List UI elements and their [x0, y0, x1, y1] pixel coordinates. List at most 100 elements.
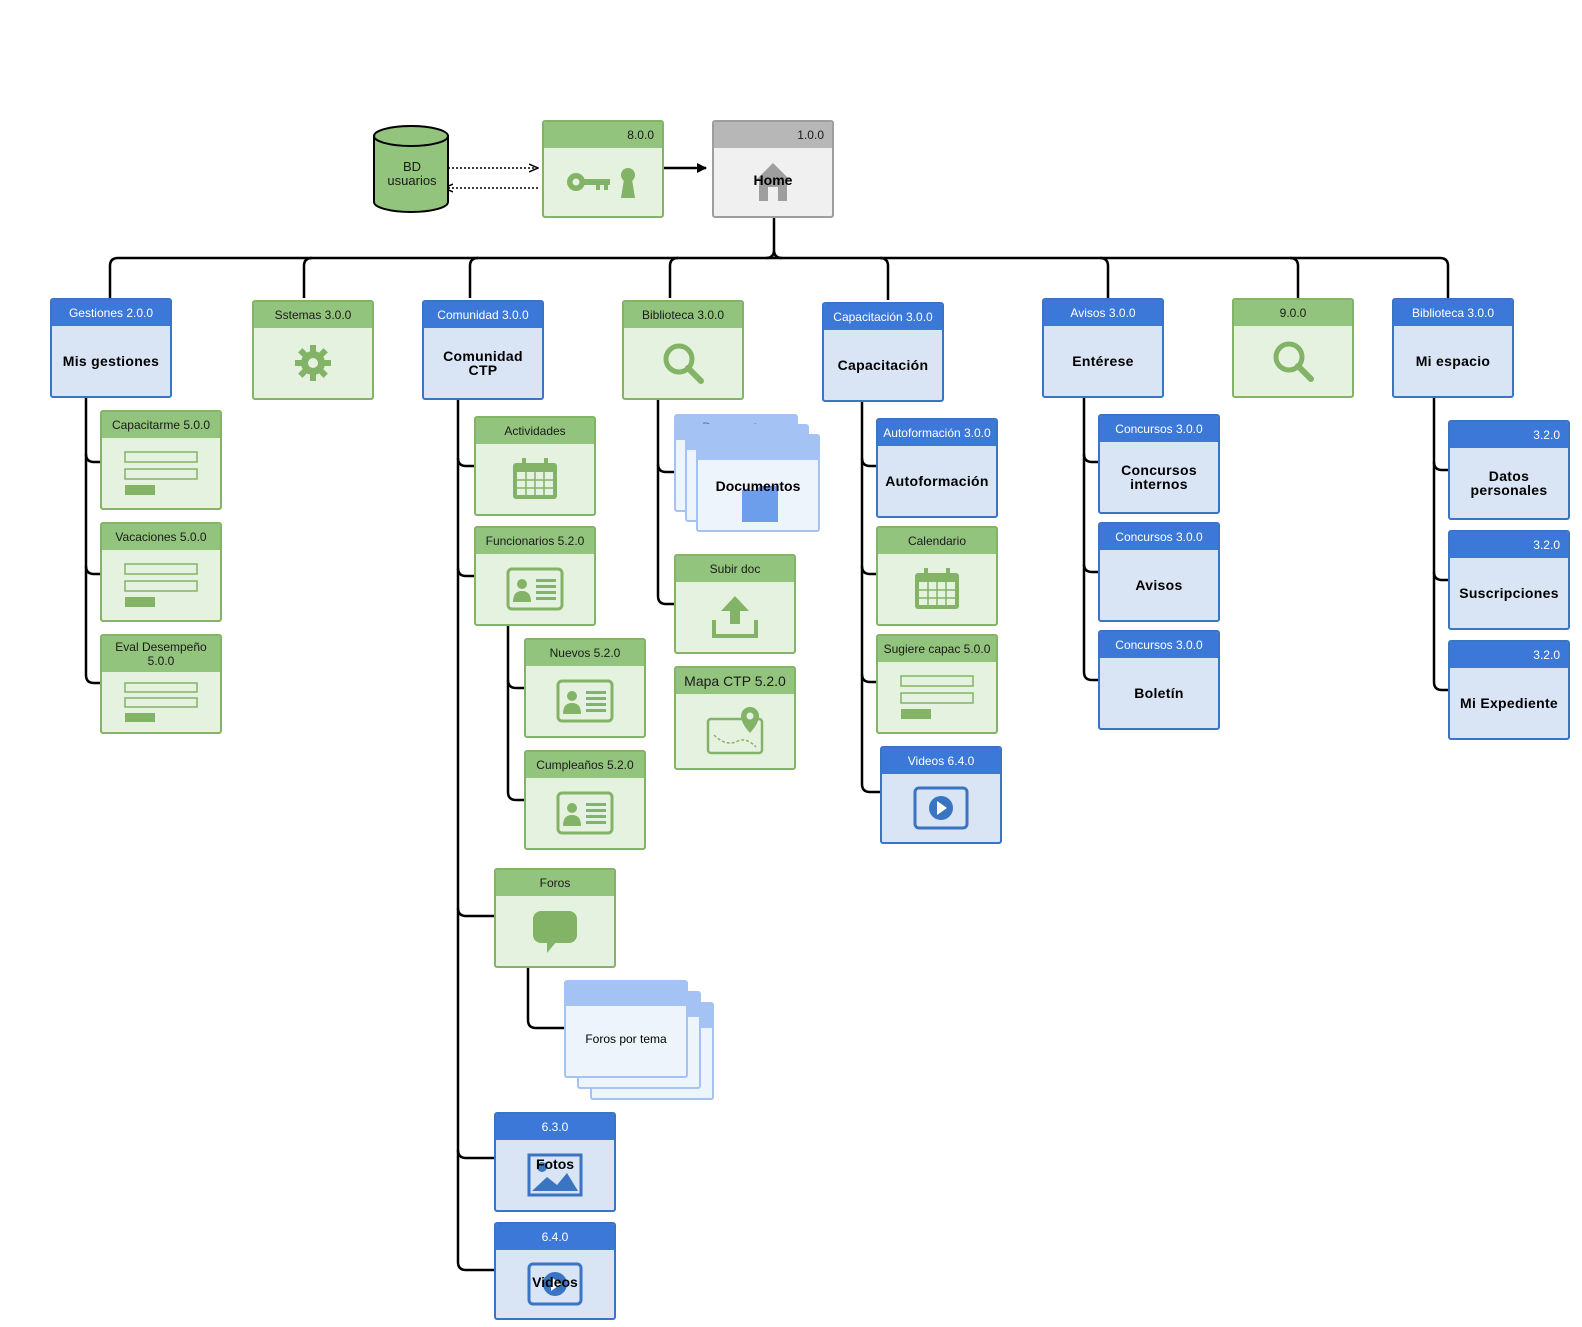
- comunidad-node[interactable]: Comunidad 3.0.0 Comunidad CTP: [422, 300, 544, 400]
- vacaciones-node[interactable]: Vacaciones 5.0.0: [100, 522, 222, 622]
- mapa-ctp-header: Mapa CTP 5.2.0: [676, 668, 794, 694]
- fotos-title: Fotos: [535, 1156, 575, 1172]
- funcionarios-spine: [506, 624, 524, 802]
- capacitacion-title: Capacitación: [837, 357, 929, 373]
- database-label: BD usuarios: [387, 159, 437, 188]
- capacitacion-node[interactable]: Capacitación 3.0.0 Capacitación: [822, 302, 944, 402]
- nuevos-node[interactable]: Nuevos 5.2.0: [524, 638, 646, 738]
- image-icon: [496, 1140, 614, 1210]
- avisos-title: Entérese: [1072, 353, 1134, 369]
- foros-spine: [526, 966, 564, 1030]
- form-icon: [878, 662, 996, 732]
- sistemas-header: Sstemas 3.0.0: [254, 302, 372, 328]
- gestiones-node[interactable]: Gestiones 2.0.0 Mis gestiones: [50, 298, 172, 398]
- biblioteca-header: Biblioteca 3.0.0: [624, 302, 742, 328]
- key-lock-icon: [544, 148, 662, 216]
- gestiones-spine: [84, 396, 100, 685]
- nuevos-header: Nuevos 5.2.0: [526, 640, 644, 666]
- mi-expediente-title: Mi Expediente: [1459, 695, 1559, 711]
- datos-personales-header: 3.2.0: [1450, 422, 1568, 448]
- documentos-stack[interactable]: Documentos Documentos: [674, 414, 820, 534]
- map-pin-icon: [676, 694, 794, 768]
- drop-avisos: [1099, 256, 1110, 298]
- mi-expediente-node[interactable]: 3.2.0 Mi Expediente: [1448, 640, 1570, 740]
- upload-icon: [676, 582, 794, 652]
- busqueda-node[interactable]: 9.0.0: [1232, 298, 1354, 398]
- drop-biblioteca: [668, 256, 679, 298]
- autoformacion-node[interactable]: Autoformación 3.0.0 Autoformación: [876, 418, 998, 518]
- speech-bubble-icon: [496, 896, 614, 966]
- datos-personales-node[interactable]: 3.2.0 Datos personales: [1448, 420, 1570, 520]
- foros-node[interactable]: Foros: [494, 868, 616, 968]
- concursos-internos-header: Concursos 3.0.0: [1100, 416, 1218, 442]
- datos-personales-title: Datos personales: [1470, 468, 1548, 498]
- concursos-internos-node[interactable]: Concursos 3.0.0 Concursos internos: [1098, 414, 1220, 514]
- mi-espacio-spine: [1432, 398, 1448, 692]
- calendario-node[interactable]: Calendario: [876, 526, 998, 626]
- actividades-node[interactable]: Actividades: [474, 416, 596, 516]
- comunidad-title: Comunidad CTP: [443, 348, 523, 378]
- form-icon: [102, 672, 220, 732]
- drop-comunidad: [468, 256, 479, 298]
- cumpleanos-node[interactable]: Cumpleaños 5.2.0: [524, 750, 646, 850]
- avisos-node[interactable]: Avisos 3.0.0 Entérese: [1042, 298, 1164, 398]
- suscripciones-title: Suscripciones: [1459, 585, 1559, 601]
- fotos-header: 6.3.0: [496, 1114, 614, 1140]
- capacitarme-header: Capacitarme 5.0.0: [102, 412, 220, 438]
- folder-icon: [742, 486, 778, 522]
- calendario-header: Calendario: [878, 528, 996, 554]
- gear-icon: [254, 328, 372, 398]
- gestiones-title: Mis gestiones: [62, 353, 160, 369]
- videos-capacitacion-node[interactable]: Videos 6.4.0: [880, 746, 1002, 844]
- mapa-ctp-node[interactable]: Mapa CTP 5.2.0: [674, 666, 796, 770]
- mi-espacio-node[interactable]: Biblioteca 3.0.0 Mi espacio: [1392, 298, 1514, 398]
- stack-page-front: Foros por tema: [564, 980, 688, 1078]
- calendar-icon: [878, 554, 996, 624]
- login-version: 8.0.0: [544, 122, 662, 148]
- videos-comunidad-header: 6.4.0: [496, 1224, 614, 1250]
- play-icon: [882, 774, 1000, 842]
- subir-doc-node[interactable]: Subir doc: [674, 554, 796, 654]
- avisos-header: Avisos 3.0.0: [1044, 300, 1162, 326]
- suscripciones-node[interactable]: 3.2.0 Suscripciones: [1448, 530, 1570, 630]
- fotos-node[interactable]: 6.3.0 Fotos: [494, 1112, 616, 1212]
- drop-busqueda: [1289, 256, 1300, 298]
- biblioteca-node[interactable]: Biblioteca 3.0.0: [622, 300, 744, 400]
- home-node[interactable]: 1.0.0 Home: [712, 120, 834, 218]
- vacaciones-header: Vacaciones 5.0.0: [102, 524, 220, 550]
- top-bus: [108, 256, 1450, 298]
- capacitacion-spine: [860, 402, 880, 794]
- mi-expediente-header: 3.2.0: [1450, 642, 1568, 668]
- play-icon: [496, 1250, 614, 1318]
- home-version: 1.0.0: [714, 122, 832, 148]
- sistemas-node[interactable]: Sstemas 3.0.0: [252, 300, 374, 400]
- mi-espacio-header: Biblioteca 3.0.0: [1394, 300, 1512, 326]
- calendar-icon: [476, 444, 594, 514]
- subir-doc-header: Subir doc: [676, 556, 794, 582]
- form-icon: [102, 550, 220, 620]
- busqueda-header: 9.0.0: [1234, 300, 1352, 326]
- suscripciones-header: 3.2.0: [1450, 532, 1568, 558]
- autoformacion-header: Autoformación 3.0.0: [878, 420, 996, 446]
- login-node[interactable]: 8.0.0: [542, 120, 664, 218]
- documentos-title: Documentos: [715, 478, 801, 494]
- drop-capacitacion: [879, 256, 890, 300]
- capacitarme-node[interactable]: Capacitarme 5.0.0: [100, 410, 222, 510]
- boletin-node[interactable]: Concursos 3.0.0 Boletín: [1098, 630, 1220, 730]
- funcionarios-node[interactable]: Funcionarios 5.2.0: [474, 526, 596, 626]
- sugiere-capac-node[interactable]: Sugiere capac 5.0.0: [876, 634, 998, 734]
- avisos-list-node[interactable]: Concursos 3.0.0 Avisos: [1098, 522, 1220, 622]
- home-title: Home: [753, 172, 793, 188]
- avisos-spine: [1082, 398, 1098, 682]
- stack-page-front: Documentos: [696, 434, 820, 532]
- videos-comunidad-node[interactable]: 6.4.0 Videos: [494, 1222, 616, 1320]
- funcionarios-header: Funcionarios 5.2.0: [476, 528, 594, 554]
- database-icon: [373, 125, 449, 213]
- foros-por-tema-stack[interactable]: Foros por tema: [564, 980, 714, 1100]
- eval-desempeno-node[interactable]: Eval Desempeño 5.0.0: [100, 634, 222, 734]
- cumpleanos-header: Cumpleaños 5.2.0: [526, 752, 644, 778]
- eval-desempeno-header: Eval Desempeño 5.0.0: [102, 636, 220, 672]
- id-card-icon: [476, 554, 594, 624]
- videos-capacitacion-header: Videos 6.4.0: [882, 748, 1000, 774]
